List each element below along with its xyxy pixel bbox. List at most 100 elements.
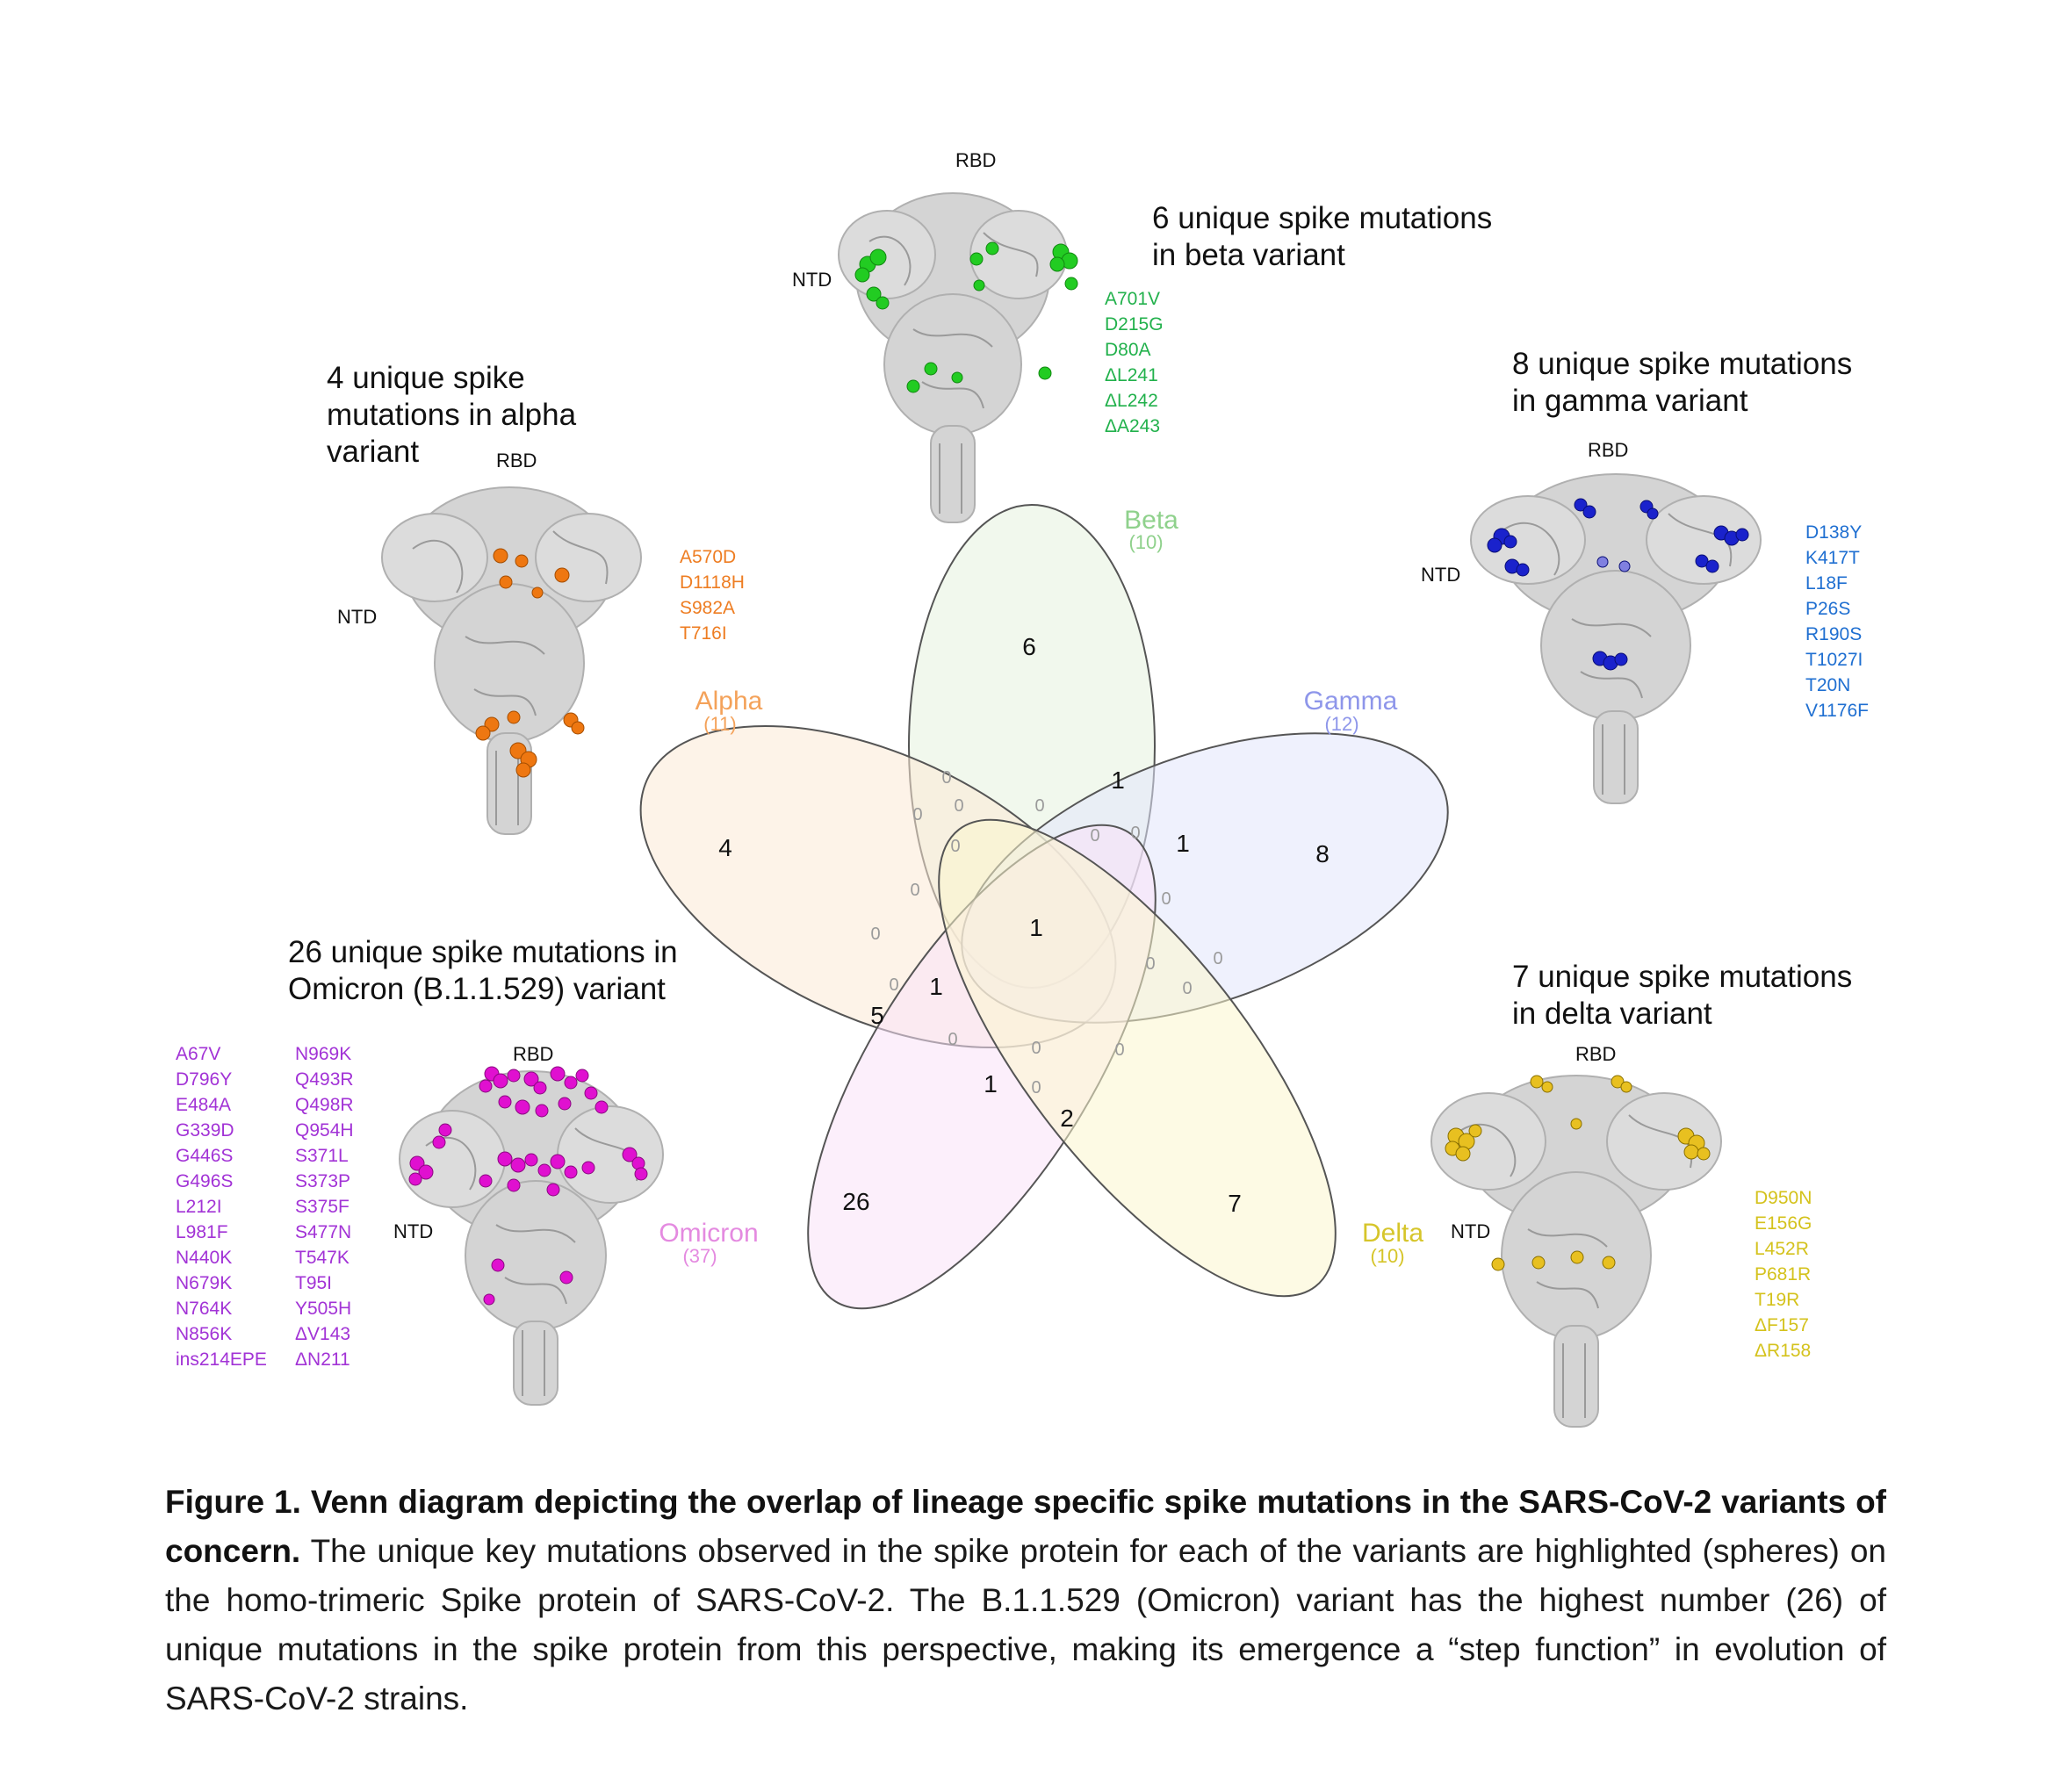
venn-region-delta-only: 7 bbox=[1228, 1190, 1242, 1217]
venn-region-omicron-delta-low: 1 bbox=[984, 1070, 998, 1098]
beta-spike-protein-structure bbox=[838, 192, 1078, 523]
mutation: ins214EPE bbox=[176, 1349, 267, 1370]
mutation: T19R bbox=[1755, 1290, 1800, 1310]
venn-region-beta-gamma: 1 bbox=[1111, 766, 1125, 794]
venn-region-alpha-only: 4 bbox=[718, 834, 732, 861]
venn-region-zero: 0 bbox=[1145, 954, 1155, 974]
venn-region-zero: 0 bbox=[950, 837, 960, 856]
mutation: T20N bbox=[1805, 675, 1851, 695]
mutation: Q493R bbox=[295, 1069, 354, 1090]
mutation: G496S bbox=[176, 1171, 234, 1191]
caption-title: Figure 1. Venn diagram depicting the ove… bbox=[165, 1484, 1886, 1569]
omicron-title-line: 26 unique spike mutations in bbox=[288, 935, 678, 969]
venn-region-omicron-only: 26 bbox=[842, 1188, 869, 1215]
mutation: N764K bbox=[176, 1299, 233, 1319]
mutation: ΔF157 bbox=[1755, 1315, 1809, 1335]
mutation: T1027I bbox=[1805, 650, 1863, 670]
mutation: V1176F bbox=[1805, 701, 1869, 721]
venn-region-zero: 0 bbox=[948, 1030, 957, 1049]
mutation: T716I bbox=[680, 623, 727, 644]
mutation: E156G bbox=[1755, 1213, 1812, 1234]
venn-region-alpha-omicron: 5 bbox=[870, 1002, 884, 1029]
venn-delta-label: Delta bbox=[1362, 1219, 1423, 1248]
mutation: T547K bbox=[295, 1248, 350, 1268]
venn-region-center: 1 bbox=[1029, 914, 1043, 941]
figure-caption: Figure 1. Venn diagram depicting the ove… bbox=[165, 1478, 1886, 1724]
alpha-title-line: variant bbox=[327, 435, 420, 469]
mutation: D796Y bbox=[176, 1069, 233, 1090]
mutation: D138Y bbox=[1805, 522, 1863, 543]
delta-panel-title: 7 unique spike mutations in delta varian… bbox=[1512, 959, 1852, 1033]
mutation: ΔL241 bbox=[1105, 365, 1158, 385]
gamma-mutation-list: D138Y K417T L18F P26S R190S T1027I T20N … bbox=[1805, 520, 1869, 723]
delta-title-line: in delta variant bbox=[1512, 997, 1712, 1031]
beta-rbd-label: RBD bbox=[955, 149, 997, 171]
mutation: D80A bbox=[1105, 340, 1151, 360]
mutation: N969K bbox=[295, 1044, 352, 1064]
beta-title-line: 6 unique spike mutations bbox=[1152, 201, 1493, 235]
venn-region-zero: 0 bbox=[1130, 824, 1140, 843]
mutation: D1118H bbox=[680, 572, 745, 593]
venn-region-zero: 0 bbox=[1114, 1040, 1124, 1060]
beta-title-line: in beta variant bbox=[1152, 238, 1345, 272]
mutation: ΔL242 bbox=[1105, 391, 1158, 411]
venn-region-zero: 0 bbox=[1213, 949, 1222, 968]
venn-gamma-label: Gamma bbox=[1304, 687, 1398, 716]
omicron-rbd-label: RBD bbox=[513, 1043, 554, 1065]
mutation: E484A bbox=[176, 1095, 232, 1115]
mutation: D950N bbox=[1755, 1188, 1812, 1208]
omicron-panel-title: 26 unique spike mutations in Omicron (B.… bbox=[288, 934, 678, 1008]
omicron-ntd-label: NTD bbox=[393, 1220, 434, 1242]
delta-rbd-label: RBD bbox=[1575, 1043, 1617, 1065]
omicron-mutation-list-col1: A67V D796Y E484A G339D G446S G496S L212I… bbox=[176, 1041, 267, 1372]
alpha-title-line: 4 unique spike bbox=[327, 361, 525, 395]
venn-region-zero: 0 bbox=[910, 881, 919, 900]
venn-beta-label: Beta bbox=[1124, 506, 1178, 535]
delta-spike-protein-structure bbox=[1430, 1075, 1722, 1428]
venn-region-zero: 0 bbox=[1031, 1078, 1041, 1098]
caption-body: The unique key mutations observed in the… bbox=[165, 1533, 1886, 1716]
omicron-title-line: Omicron (B.1.1.529) variant bbox=[288, 972, 666, 1006]
mutation: D215G bbox=[1105, 314, 1164, 335]
venn-region-zero: 0 bbox=[889, 975, 898, 995]
mutation: N856K bbox=[176, 1324, 233, 1344]
venn-gamma-count: (12) bbox=[1324, 713, 1358, 735]
beta-panel-title: 6 unique spike mutations in beta variant bbox=[1152, 200, 1492, 274]
mutation: Q498R bbox=[295, 1095, 354, 1115]
gamma-title-line: in gamma variant bbox=[1512, 384, 1748, 418]
delta-mutation-list: D950N E156G L452R P681R T19R ΔF157 ΔR158 bbox=[1755, 1185, 1812, 1364]
venn-alpha-label: Alpha bbox=[695, 687, 763, 716]
alpha-title-line: mutations in alpha bbox=[327, 398, 577, 432]
mutation: T95I bbox=[295, 1273, 333, 1293]
venn-region-beta-only: 6 bbox=[1022, 633, 1036, 660]
mutation: P26S bbox=[1805, 599, 1851, 619]
venn-beta-count: (10) bbox=[1128, 531, 1163, 553]
mutation: S477N bbox=[295, 1222, 352, 1242]
beta-mutation-list: A701V D215G D80A ΔL241 ΔL242 ΔA243 bbox=[1105, 286, 1164, 439]
mutation: L212I bbox=[176, 1197, 222, 1217]
gamma-spike-protein-structure bbox=[1470, 473, 1762, 804]
mutation: G339D bbox=[176, 1120, 234, 1141]
venn-region-omicron-delta: 2 bbox=[1060, 1105, 1074, 1132]
mutation: R190S bbox=[1805, 624, 1863, 644]
mutation: S375F bbox=[295, 1197, 350, 1217]
gamma-title-line: 8 unique spike mutations bbox=[1512, 347, 1853, 381]
delta-set-ellipse bbox=[938, 818, 1337, 1298]
mutation: A701V bbox=[1105, 289, 1161, 309]
mutation: L452R bbox=[1755, 1239, 1809, 1259]
venn-omicron-count: (37) bbox=[682, 1245, 717, 1267]
venn-region-zero: 0 bbox=[1031, 1039, 1041, 1058]
mutation: K417T bbox=[1805, 548, 1860, 568]
alpha-ntd-label: NTD bbox=[337, 606, 378, 628]
venn-alpha-count: (11) bbox=[703, 713, 737, 735]
omicron-spike-protein-structure bbox=[399, 1066, 664, 1406]
venn-region-gamma-only: 8 bbox=[1315, 840, 1330, 867]
alpha-panel-title: 4 unique spike mutations in alpha varian… bbox=[327, 360, 576, 471]
mutation: ΔA243 bbox=[1105, 416, 1161, 436]
mutation: P681R bbox=[1755, 1264, 1812, 1285]
mutation: L18F bbox=[1805, 573, 1848, 594]
venn-omicron-label: Omicron bbox=[659, 1219, 758, 1248]
alpha-spike-protein-structure bbox=[381, 486, 642, 835]
venn-diagram: Beta (10) Alpha (11) Gamma (12) Omicron … bbox=[639, 504, 1449, 1310]
